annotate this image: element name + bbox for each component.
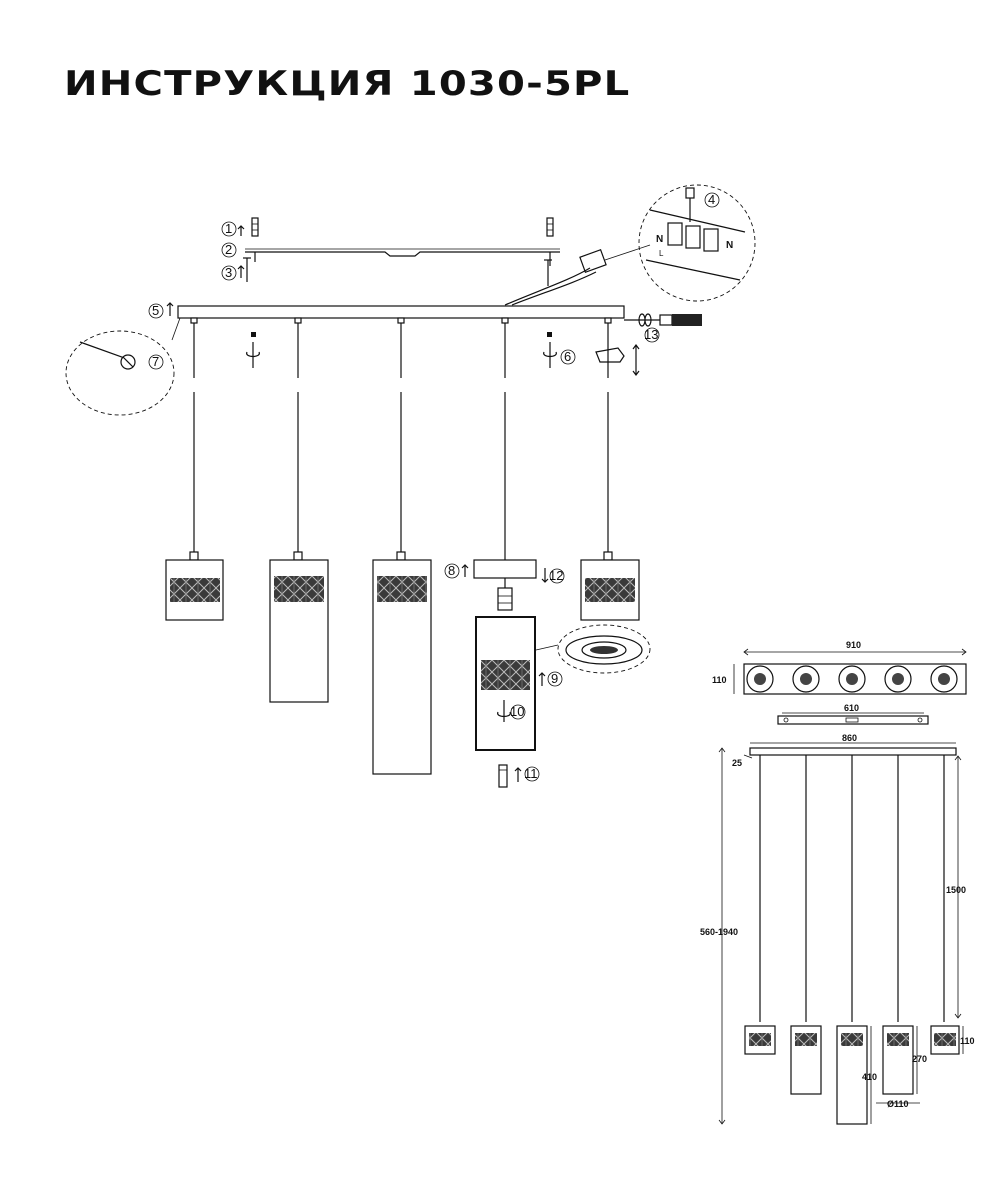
dim-canopy-depth: 110 xyxy=(712,675,727,685)
svg-text:13: 13 xyxy=(644,327,658,342)
anchor-left xyxy=(243,217,259,282)
crystal-disc-detail xyxy=(535,624,651,674)
anchor-right xyxy=(544,217,554,286)
svg-text:10: 10 xyxy=(510,704,524,719)
page-title: ИНСТРУКЦИЯ 1030-5PL xyxy=(64,64,631,104)
svg-text:8: 8 xyxy=(448,563,455,578)
dim-total-height: 560-1940 xyxy=(700,927,738,937)
bracket-view: 610 xyxy=(777,703,929,725)
terminal-block xyxy=(504,244,651,306)
dim-shade-long: 410 xyxy=(862,1072,877,1082)
total-height-dim: 560-1940 xyxy=(700,747,738,1125)
dim-shade-mid: 270 xyxy=(912,1054,927,1064)
dim-bar-length: 860 xyxy=(842,733,857,743)
svg-text:N: N xyxy=(656,234,663,245)
svg-text:4: 4 xyxy=(708,192,715,207)
svg-text:12: 12 xyxy=(549,568,563,583)
side-pendant-3 xyxy=(836,755,868,1125)
hand-adjust-icon xyxy=(595,344,640,376)
step-5: 5 xyxy=(148,303,164,319)
svg-text:5: 5 xyxy=(152,303,159,318)
step-13: 13 xyxy=(644,327,660,343)
step-11: 11 xyxy=(524,766,540,782)
svg-text:11: 11 xyxy=(524,766,538,781)
pendant-4-exploded xyxy=(473,317,537,788)
wiring-detail: N N L xyxy=(638,184,756,302)
step-3: 3 xyxy=(221,265,237,281)
svg-text:7: 7 xyxy=(152,354,159,369)
cable-length-dim: 1500 xyxy=(946,755,966,1019)
step-12: 12 xyxy=(549,568,565,584)
dim-bar-offset: 25 xyxy=(732,758,742,768)
step-10: 10 xyxy=(510,704,526,720)
dim-shade-diameter: Ø110 xyxy=(887,1099,909,1109)
dim-bracket-length: 610 xyxy=(844,703,859,713)
svg-text:3: 3 xyxy=(225,265,232,280)
side-pendant-2 xyxy=(790,755,822,1095)
svg-text:N: N xyxy=(726,240,733,251)
step-6: 6 xyxy=(560,349,576,365)
step-2: 2 xyxy=(221,242,237,258)
side-pendant-4 xyxy=(882,755,914,1095)
svg-text:2: 2 xyxy=(225,242,232,257)
svg-text:L: L xyxy=(659,249,664,258)
step-1: 1 xyxy=(221,221,237,237)
step-4: 4 xyxy=(704,192,720,208)
pendant-1 xyxy=(165,317,224,621)
screw-detail xyxy=(65,317,181,416)
pendant-5 xyxy=(580,317,640,621)
rotate-left-icon xyxy=(246,332,260,368)
svg-text:1: 1 xyxy=(225,221,232,236)
pendant-3 xyxy=(372,317,432,775)
rotate-right-icon xyxy=(543,332,557,368)
mounting-plate xyxy=(245,248,560,257)
side-pendant-5 xyxy=(930,755,960,1055)
svg-text:9: 9 xyxy=(551,671,558,686)
screwdriver-icon xyxy=(624,313,702,327)
top-view-canopy: 910 110 xyxy=(712,640,967,695)
step-8: 8 xyxy=(444,563,460,579)
pendant-2 xyxy=(269,317,329,703)
step-9: 9 xyxy=(547,671,563,687)
dim-shade-short: 110 xyxy=(960,1036,975,1046)
step-7: 7 xyxy=(148,354,164,370)
dim-canopy-width: 910 xyxy=(846,640,861,650)
svg-text:6: 6 xyxy=(564,349,571,364)
dim-cable-length: 1500 xyxy=(946,885,966,895)
side-pendant-1 xyxy=(744,755,776,1055)
bar-length-dim: 860 25 xyxy=(732,733,957,768)
